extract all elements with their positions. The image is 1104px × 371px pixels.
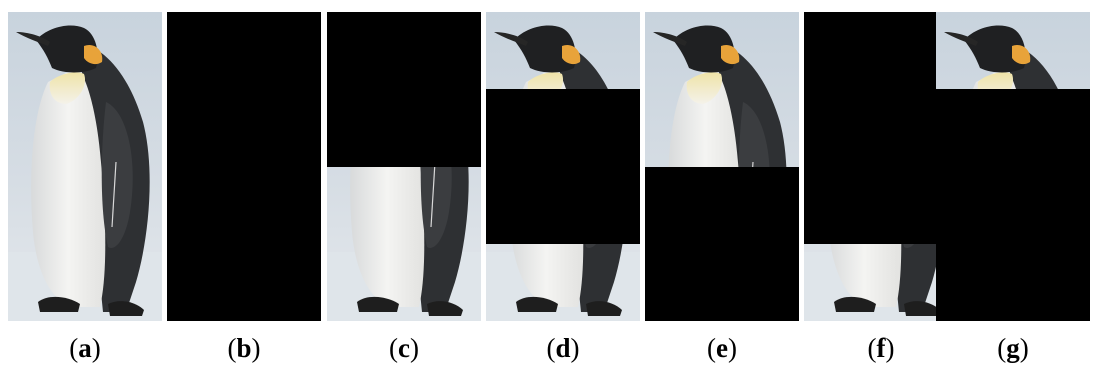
image-panel-b: [167, 12, 321, 321]
occlusion-mask: [167, 12, 321, 321]
occlusion-mask: [486, 89, 640, 244]
image-panel-e: [645, 12, 799, 321]
occlusion-mask: [327, 12, 481, 167]
panel-label-d: (d): [546, 333, 580, 363]
penguin-photo: [8, 12, 162, 321]
panel-label-a: (a): [69, 333, 101, 363]
image-panel-c: [327, 12, 481, 321]
panel-label-b: (b): [227, 333, 261, 363]
panel-label-g: (g): [997, 333, 1029, 363]
image-panel-f: [804, 12, 958, 321]
panel-label-e: (e): [707, 333, 737, 363]
occlusion-mask: [936, 89, 1090, 321]
image-panel-d: [486, 12, 640, 321]
panel-label-f: (f): [867, 333, 895, 363]
occlusion-mask: [645, 167, 799, 321]
occlusion-mask: [804, 12, 958, 244]
image-panel-g: [936, 12, 1090, 321]
panel-label-c: (c): [389, 333, 419, 363]
image-panel-a: [8, 12, 162, 321]
